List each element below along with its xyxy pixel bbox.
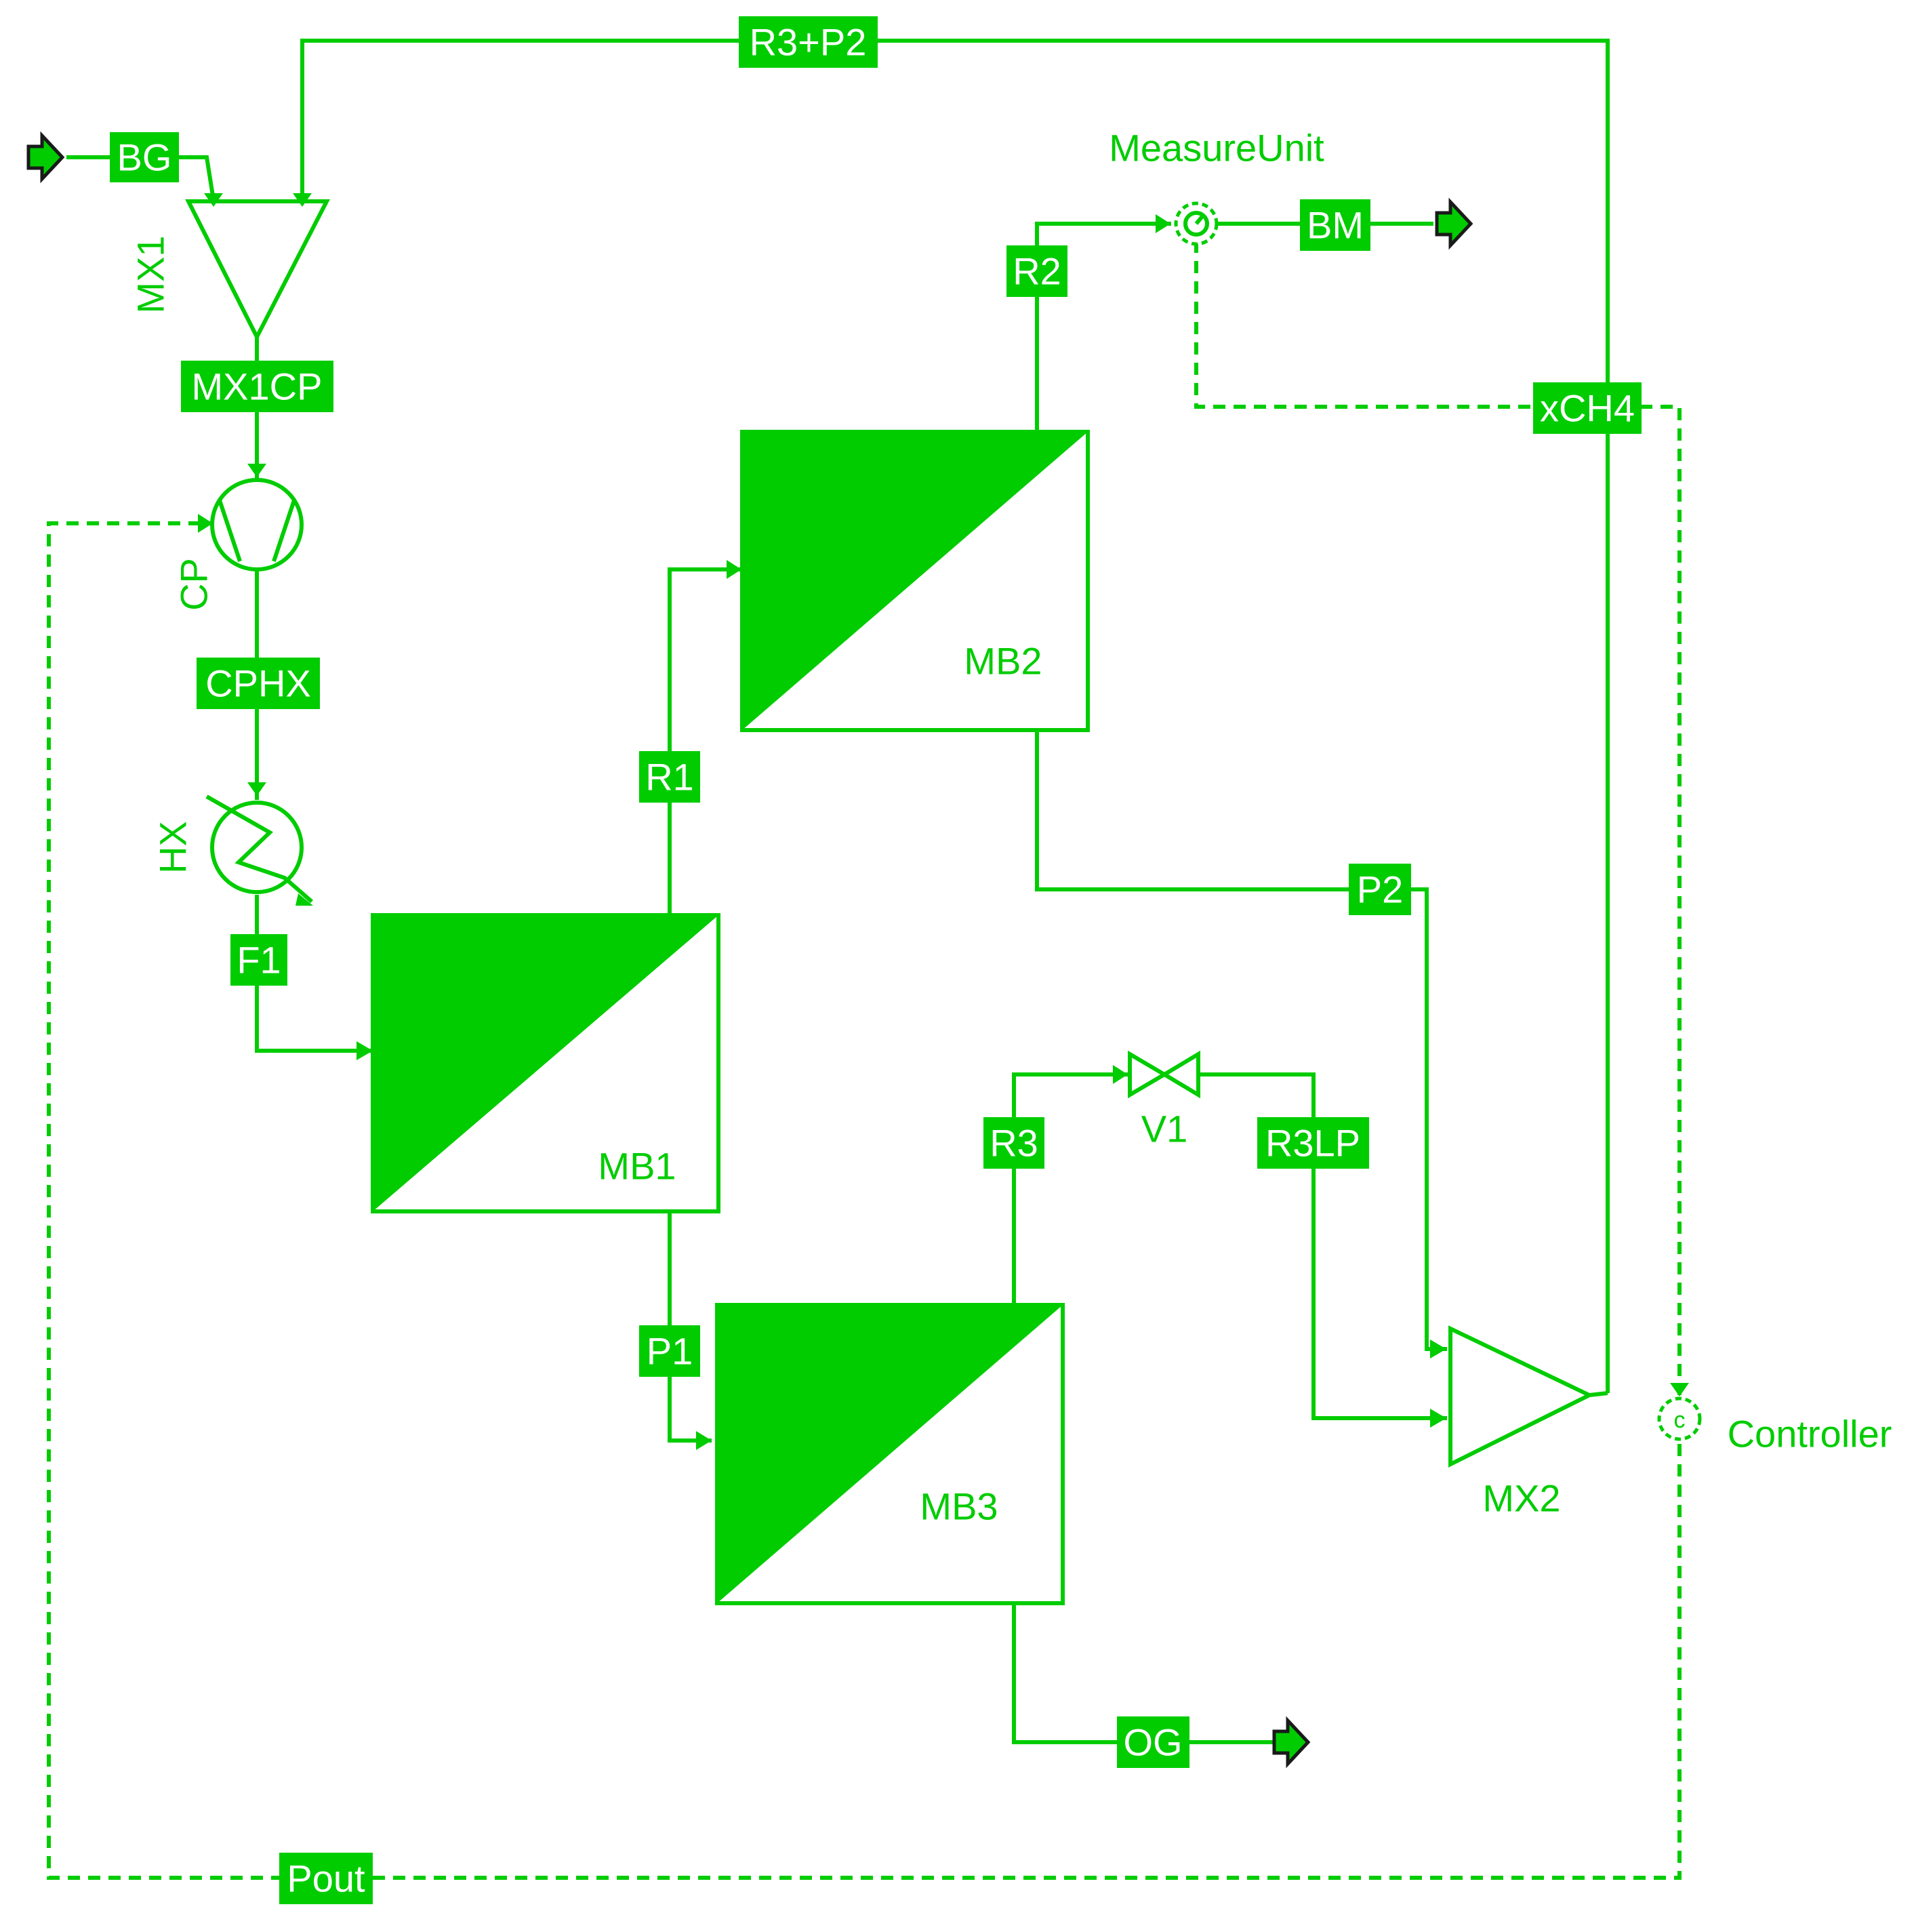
controller-icon: c xyxy=(1657,1396,1702,1441)
stream-tag-f1[interactable]: F1 xyxy=(230,934,287,986)
heat-exchanger-icon xyxy=(205,794,313,906)
unit-label-hx: HX xyxy=(152,821,195,874)
arrowhead-p2-mx2 xyxy=(1430,1340,1446,1359)
svg-text:R3+P2: R3+P2 xyxy=(750,21,867,64)
membrane-module-icon xyxy=(371,913,720,1213)
compressor-cp[interactable]: CP xyxy=(173,478,304,611)
terminal-arrow-icon[interactable] xyxy=(26,131,65,184)
stream-tag-xch4[interactable]: xCH4 xyxy=(1533,382,1642,434)
stream-tag-p2[interactable]: P2 xyxy=(1349,864,1411,915)
arrowhead-r3lp-mx2 xyxy=(1430,1409,1446,1428)
unit-label-measure: MeasureUnit xyxy=(1109,127,1324,169)
stream-tag-r2[interactable]: R2 xyxy=(1006,245,1067,297)
mixer-mx2[interactable]: MX2 xyxy=(1448,1325,1594,1520)
mixer-triangle-icon xyxy=(1448,1325,1594,1468)
mixer-triangle-icon xyxy=(185,199,330,342)
membrane-mb1[interactable]: MB1 xyxy=(371,913,720,1213)
membrane-mb3[interactable]: MB3 xyxy=(715,1303,1065,1605)
measure-unit[interactable]: MeasureUnit xyxy=(1109,127,1324,246)
stream-line-p2[interactable] xyxy=(1035,730,1447,1351)
membrane-mb2[interactable]: MB2 xyxy=(740,430,1090,732)
stream-tag-p1[interactable]: P1 xyxy=(639,1325,700,1377)
arrowhead-f1-mb1 xyxy=(357,1041,373,1060)
stream-line-r1[interactable] xyxy=(668,567,742,915)
arrowhead-p1-mb3 xyxy=(696,1431,712,1450)
controller[interactable]: c Controller xyxy=(1657,1396,1892,1455)
svg-text:BM: BM xyxy=(1307,204,1364,247)
arrowhead-r3-v1 xyxy=(1113,1065,1128,1084)
svg-text:c: c xyxy=(1674,1407,1686,1433)
unit-label-mb3: MB3 xyxy=(920,1485,998,1528)
unit-label-mb1: MB1 xyxy=(598,1145,676,1188)
heat-exchanger-hx[interactable]: HX xyxy=(152,794,314,906)
unit-label-mx1: MX1 xyxy=(129,235,172,313)
arrowhead-r1-mb2 xyxy=(727,560,741,579)
mixer-mx1[interactable]: MX1 xyxy=(129,199,330,342)
compressor-icon xyxy=(210,478,304,571)
stream-tag-r1[interactable]: R1 xyxy=(639,751,700,803)
svg-text:R3: R3 xyxy=(990,1122,1038,1165)
svg-text:MX1CP: MX1CP xyxy=(192,365,323,408)
arrowhead-mx1cp-cp xyxy=(247,464,266,477)
stream-line-og[interactable] xyxy=(1012,1603,1281,1744)
unit-label-controller: Controller xyxy=(1728,1413,1892,1455)
stream-line-r3[interactable] xyxy=(1012,1072,1128,1305)
svg-text:P1: P1 xyxy=(647,1330,693,1373)
membrane-module-icon xyxy=(740,430,1090,732)
stream-tag-og[interactable]: OG xyxy=(1117,1716,1189,1768)
stream-tag-bm[interactable]: BM xyxy=(1300,199,1370,251)
arrowhead-cphx-hx xyxy=(247,782,266,796)
stream-line-r3lp[interactable] xyxy=(1200,1072,1447,1420)
valve-icon xyxy=(1128,1050,1200,1099)
svg-text:R3LP: R3LP xyxy=(1265,1122,1360,1165)
signal-line-xch4[interactable] xyxy=(1194,241,1682,1395)
stream-line-r3p2[interactable] xyxy=(300,39,1610,1393)
signal-line-pout[interactable] xyxy=(47,521,1682,1880)
unit-label-mb2: MB2 xyxy=(964,640,1042,683)
svg-text:R1: R1 xyxy=(645,756,694,799)
stream-tag-mx1cp[interactable]: MX1CP xyxy=(181,361,333,412)
stream-tag-r3p2[interactable]: R3+P2 xyxy=(739,16,878,68)
svg-text:CPHX: CPHX xyxy=(205,662,311,705)
svg-text:P2: P2 xyxy=(1357,868,1404,911)
stream-tag-cphx[interactable]: CPHX xyxy=(197,658,320,709)
arrowhead-r2-measure xyxy=(1156,214,1170,233)
svg-text:BG: BG xyxy=(117,136,172,179)
unit-label-cp: CP xyxy=(173,558,216,611)
svg-text:OG: OG xyxy=(1123,1721,1182,1764)
unit-label-v1: V1 xyxy=(1141,1108,1188,1150)
svg-text:R2: R2 xyxy=(1013,250,1061,293)
terminal-arrow-icon[interactable] xyxy=(1272,1716,1311,1769)
valve-v1[interactable]: V1 xyxy=(1128,1050,1200,1150)
stream-tag-bg[interactable]: BG xyxy=(110,132,179,182)
membrane-module-icon xyxy=(715,1303,1065,1605)
arrowhead-signal-cp xyxy=(198,514,213,533)
gauge-icon xyxy=(1174,201,1219,246)
stream-tag-pout[interactable]: Pout xyxy=(279,1853,373,1904)
arrowhead-signal-controller xyxy=(1670,1383,1689,1396)
svg-text:xCH4: xCH4 xyxy=(1540,387,1635,430)
terminal-arrow-icon[interactable] xyxy=(1435,197,1473,250)
stream-tag-r3lp[interactable]: R3LP xyxy=(1257,1117,1369,1169)
svg-text:Pout: Pout xyxy=(287,1857,365,1900)
svg-text:F1: F1 xyxy=(237,939,281,982)
stream-line-r2[interactable] xyxy=(1035,222,1171,432)
unit-label-mx2: MX2 xyxy=(1482,1477,1560,1520)
stream-tag-r3[interactable]: R3 xyxy=(983,1117,1044,1169)
